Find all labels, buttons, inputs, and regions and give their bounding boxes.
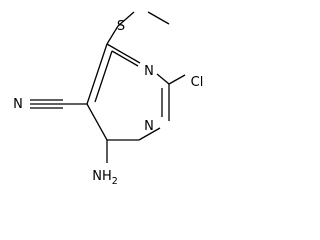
nitrile-nitrogen-label: N (13, 97, 23, 112)
bond-c2-cl (168, 74, 186, 85)
ring-bond-c6-n1-inner (111, 50, 139, 67)
ring-bond-c5-c6 (86, 43, 108, 105)
ring-bond-c5-c6-inner (94, 50, 113, 103)
ring-bond-c4-c5 (86, 103, 108, 141)
amino-label: NH2 (92, 169, 118, 187)
bond-sulfur-c6 (117, 11, 135, 27)
chlorine-label: Cl (191, 75, 204, 90)
ring-bond-c6-n1 (106, 43, 141, 64)
molecule-diagram: S N Cl N N NH2 (13, 11, 203, 187)
amino-main: NH (92, 169, 112, 184)
sulfur-label: S (117, 19, 125, 34)
bonds (30, 11, 186, 163)
atom-labels: S N Cl N N NH2 (13, 19, 203, 187)
bond-sulfur-c6 (106, 25, 119, 45)
nitrogen-lower-label: N (144, 119, 154, 134)
bond-methyl-sulfur (147, 11, 170, 25)
ring-bond-n3-c4 (138, 127, 161, 141)
ring-bond-n1-c2 (156, 73, 170, 85)
nitrogen-upper-label: N (144, 64, 154, 79)
amino-subscript: 2 (112, 176, 118, 187)
